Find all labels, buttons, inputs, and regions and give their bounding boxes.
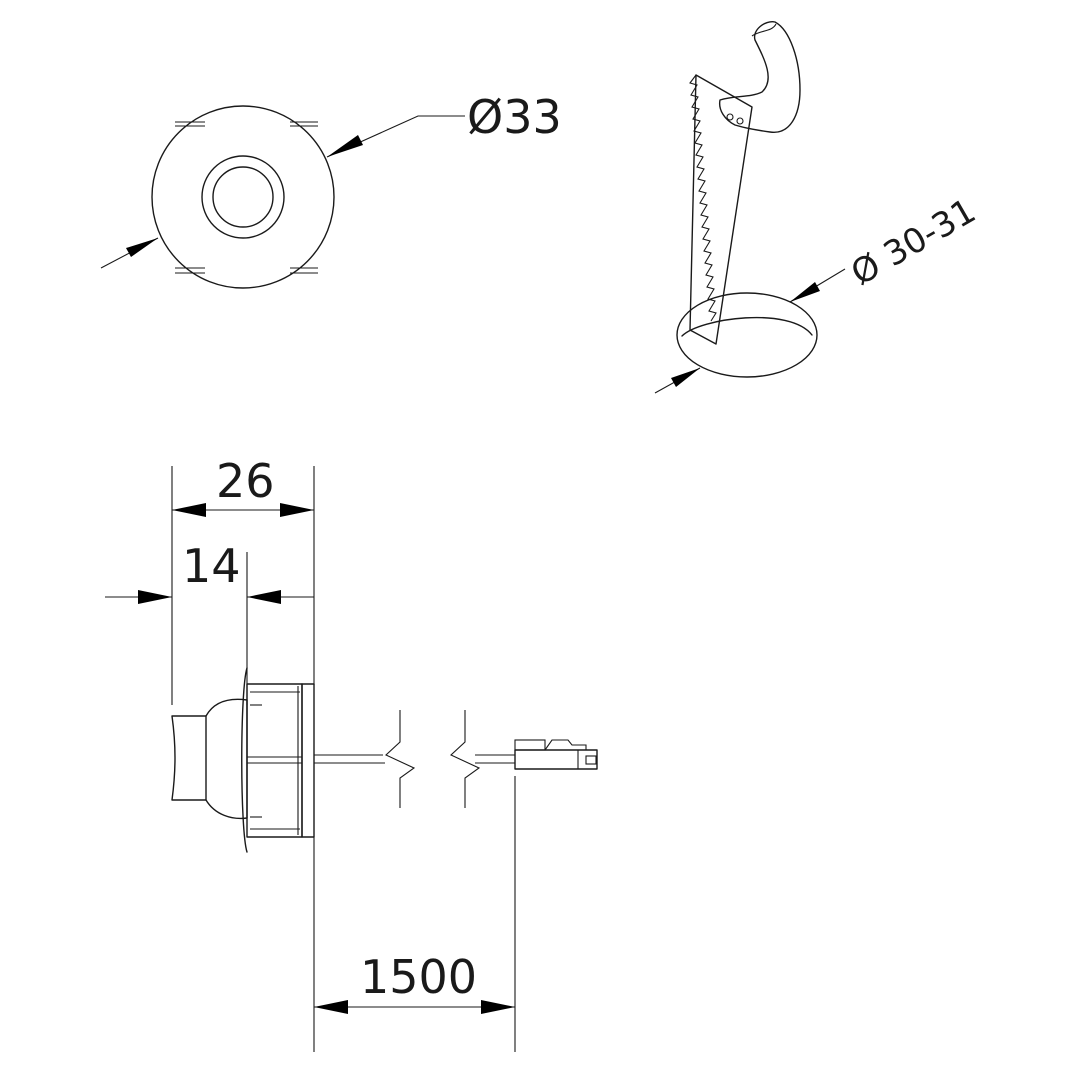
cable-length-label: 1500 [360, 950, 477, 1004]
saw-icon [689, 21, 801, 345]
fixture-outer-ring [151, 105, 335, 289]
cable [314, 710, 515, 808]
side-view: 26 14 [105, 454, 598, 1052]
cutout-diameter-leader [654, 268, 846, 394]
cutout-diameter-label: Ø 30-31 [845, 191, 983, 294]
connector-icon [514, 739, 598, 770]
front-view: Ø33 [100, 90, 562, 289]
outer-diameter-label: Ø33 [467, 90, 562, 144]
saw-handle [718, 21, 801, 133]
total-depth-label: 26 [216, 454, 275, 508]
cutout-illustration: Ø 30-31 [654, 21, 983, 394]
spring-clips [175, 121, 318, 274]
recess-depth-label: 14 [182, 539, 241, 593]
cable-length-dimension: 1500 [313, 776, 516, 1052]
fixture-side-profile [171, 667, 315, 853]
fixture-lens [212, 166, 274, 228]
fixture-inner-ring [201, 155, 285, 239]
recess-depth-dimension: 14 [105, 539, 314, 604]
total-depth-dimension: 26 [172, 454, 314, 517]
diameter-leader [100, 115, 465, 269]
